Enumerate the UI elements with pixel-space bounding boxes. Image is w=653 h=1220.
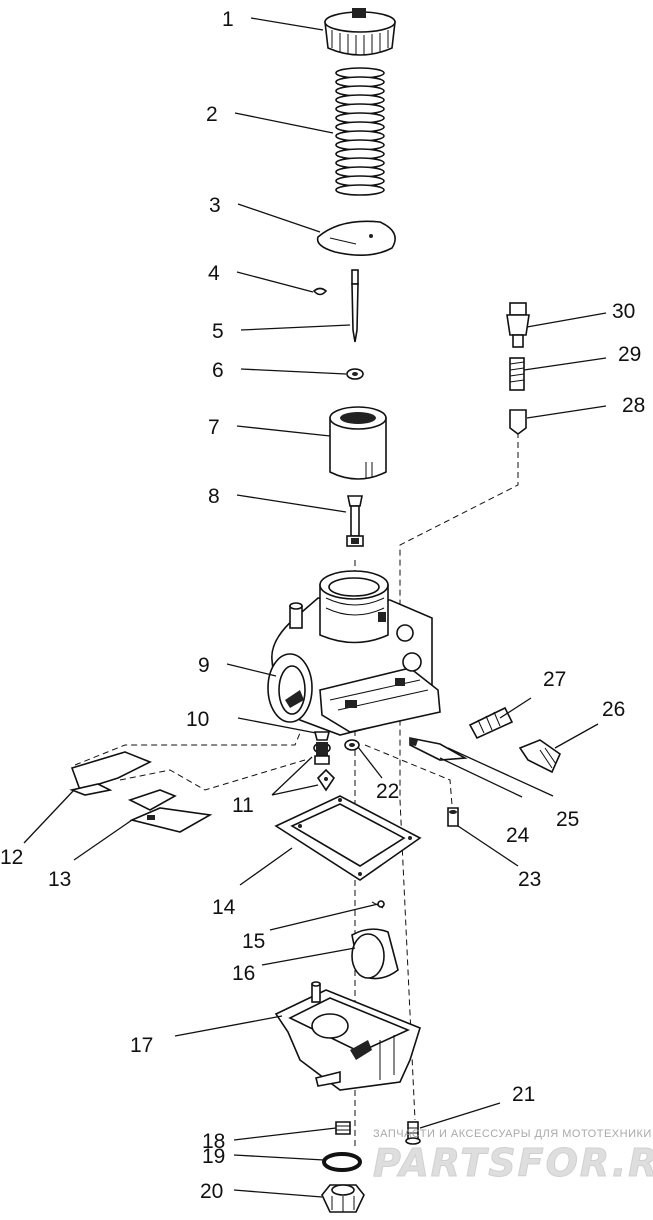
callout-12: 12 <box>0 846 23 869</box>
needle-jet-part <box>346 495 364 547</box>
callout-6: 6 <box>212 359 224 382</box>
pilot-jet-part <box>313 731 331 765</box>
needle-part <box>351 269 359 343</box>
plate-part <box>316 220 396 256</box>
watermark-logo: PARTSFOR.RU <box>373 1141 653 1185</box>
leader-lines <box>23 17 607 1198</box>
gasket-12-part <box>69 751 152 796</box>
callout-1: 1 <box>222 8 234 31</box>
callout-30: 30 <box>612 300 635 323</box>
callout-26: 26 <box>602 698 625 721</box>
carburetor-body-part <box>267 570 441 736</box>
float-part <box>351 928 399 980</box>
callout-numbers: 1 2 3 4 5 6 7 8 9 10 11 12 13 14 15 16 1… <box>0 8 645 1203</box>
spring-27-part <box>468 706 514 740</box>
screw-26-part <box>518 739 561 774</box>
o-ring-part <box>322 1152 362 1172</box>
callout-22: 22 <box>376 780 399 803</box>
callout-20: 20 <box>200 1180 223 1203</box>
watermark: ЗАПЧАСТИ И АКСЕССУАРЫ ДЛЯ МОТОТЕХНИКИ PA… <box>373 1128 653 1186</box>
callout-29: 29 <box>618 343 641 366</box>
callout-18: 18 <box>202 1130 225 1153</box>
callout-13: 13 <box>48 868 71 891</box>
callout-14: 14 <box>212 896 236 919</box>
washer-22-part <box>344 739 360 751</box>
callout-8: 8 <box>208 485 220 508</box>
callout-4: 4 <box>208 262 220 285</box>
callout-5: 5 <box>212 320 224 343</box>
callout-25: 25 <box>556 808 579 831</box>
callout-19: 19 <box>202 1145 225 1168</box>
callout-10: 10 <box>186 708 209 731</box>
plug-part <box>321 1184 365 1213</box>
watermark-tagline: ЗАПЧАСТИ И АКСЕССУАРЫ ДЛЯ МОТОТЕХНИКИ <box>373 1128 652 1140</box>
callout-27: 27 <box>543 668 566 691</box>
clip-part <box>312 287 328 296</box>
gasket-13-part <box>127 789 213 833</box>
cap-part <box>324 8 396 56</box>
throttle-valve-part <box>329 406 387 480</box>
callout-2: 2 <box>206 103 218 126</box>
callout-11: 11 <box>232 794 254 817</box>
screw-part <box>405 1121 421 1145</box>
bowl-gasket-part <box>274 795 422 881</box>
callout-21: 21 <box>512 1083 535 1106</box>
callout-28: 28 <box>622 394 645 417</box>
jet-assembly-right <box>506 302 530 435</box>
callout-7: 7 <box>208 416 220 439</box>
drain-screw-part <box>335 1121 351 1135</box>
spring-part <box>335 67 385 196</box>
screw-24-part <box>409 737 468 761</box>
callout-9: 9 <box>198 654 210 677</box>
callout-23: 23 <box>518 868 541 891</box>
callout-15: 15 <box>242 930 265 953</box>
plug-23-part <box>447 807 459 827</box>
callout-16: 16 <box>232 962 255 985</box>
washer-part <box>346 368 364 380</box>
float-bowl-part <box>274 981 421 1091</box>
callout-17: 17 <box>130 1034 153 1057</box>
main-jet-part <box>316 768 336 792</box>
callout-24: 24 <box>506 824 530 847</box>
callout-3: 3 <box>209 194 221 217</box>
